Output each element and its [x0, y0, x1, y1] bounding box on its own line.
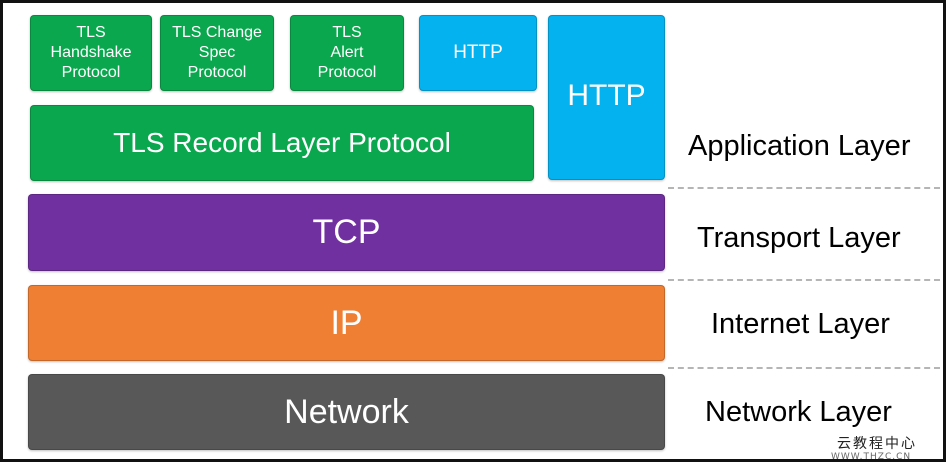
layer-divider — [668, 187, 940, 189]
transport-layer-label: Transport Layer — [697, 222, 901, 254]
http-over-tls-box: HTTP — [419, 15, 537, 91]
tls-handshake-protocol-box: TLS Handshake Protocol — [30, 15, 152, 91]
http-box: HTTP — [548, 15, 665, 180]
layer-divider — [668, 367, 940, 369]
network-layer-label: Network Layer — [705, 396, 892, 428]
watermark-text: 云教程中心 — [837, 436, 917, 452]
tls-record-layer-protocol-box: TLS Record Layer Protocol — [30, 105, 534, 181]
watermark-url: WWW.THZC.CN — [831, 452, 912, 462]
application-layer-label: Application Layer — [688, 130, 911, 162]
tls-change-spec-protocol-box: TLS Change Spec Protocol — [160, 15, 274, 91]
ip-box: IP — [28, 285, 665, 361]
network-box: Network — [28, 374, 665, 450]
layer-divider — [668, 279, 940, 281]
tls-alert-protocol-box: TLS Alert Protocol — [290, 15, 404, 91]
tcp-box: TCP — [28, 194, 665, 271]
internet-layer-label: Internet Layer — [711, 308, 890, 340]
